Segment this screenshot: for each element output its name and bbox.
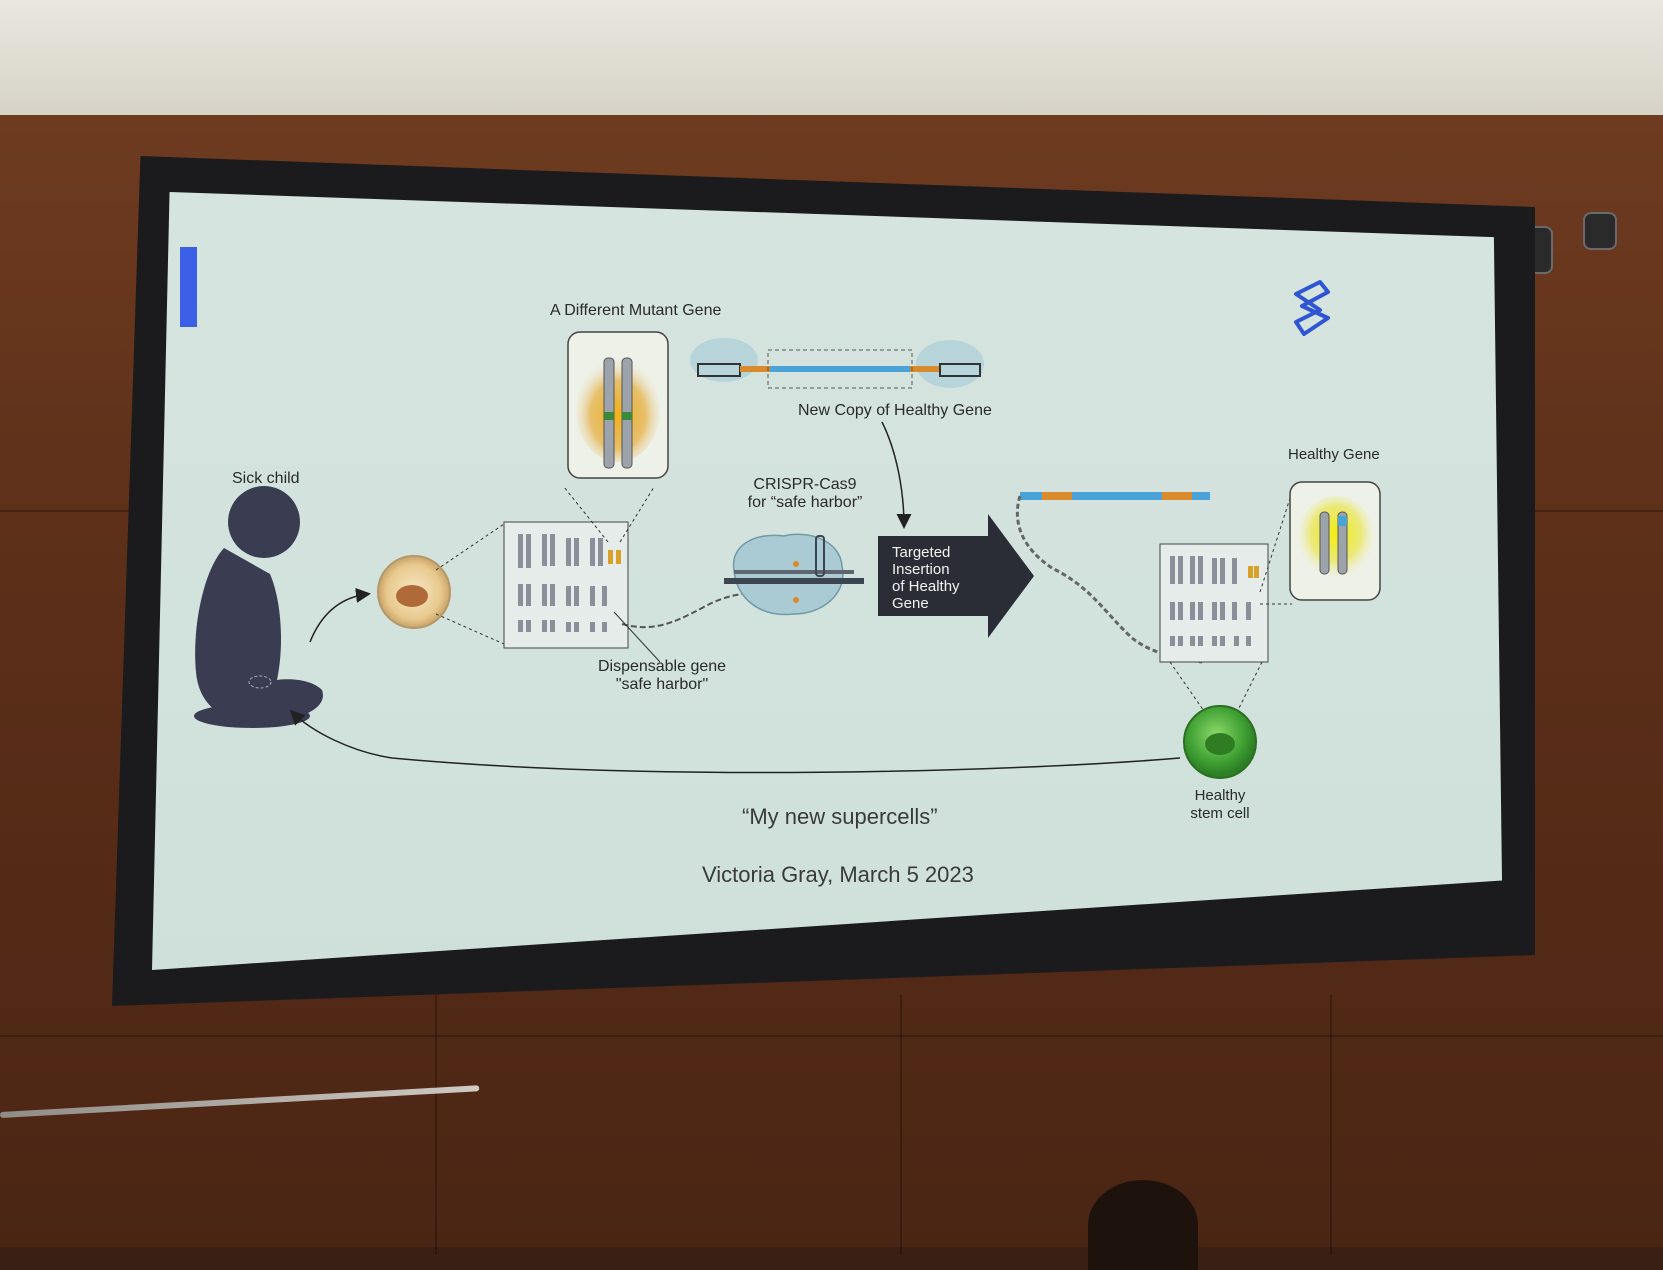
- label-dispensable-gene: Dispensable gene "safe harbor": [592, 658, 732, 694]
- label-crispr: CRISPR-Cas9 for “safe harbor”: [740, 476, 870, 512]
- security-camera-icon: [1583, 212, 1617, 250]
- slide-accent-bar: [180, 247, 197, 327]
- slide-quote: “My new supercells”: [742, 804, 938, 829]
- dna-icon: [621, 591, 763, 629]
- label-healthy-gene: Healthy Gene: [1288, 446, 1380, 463]
- insertion-arrow-icon: [878, 514, 1034, 638]
- crispr-complex-icon: [724, 533, 864, 616]
- cell-icon: [377, 555, 451, 629]
- audience-head: [1088, 1180, 1198, 1270]
- presentation-slide: A Different Mutant Gene New Copy of Heal…: [152, 192, 1502, 970]
- inserted-dna-icon: [1015, 492, 1210, 664]
- label-insertion-line: Gene: [892, 595, 929, 612]
- karyotype-box-healthy: [1159, 543, 1269, 663]
- mutant-gene-chromosome-icon: [567, 331, 669, 479]
- label-crispr-line: CRISPR-Cas9: [753, 476, 857, 493]
- label-insertion-line: Insertion: [892, 561, 950, 578]
- label-stem-cell: Healthy stem cell: [1180, 787, 1260, 823]
- logo-icon: [1294, 280, 1330, 336]
- label-insertion-line: of Healthy: [892, 578, 960, 595]
- healthy-gene-template-icon: [690, 338, 984, 389]
- label-crispr-line: for “safe harbor”: [747, 494, 863, 511]
- slide-credit: Victoria Gray, March 5 2023: [702, 862, 974, 887]
- karyotype-box: [503, 521, 629, 649]
- label-dispensable-line: "safe harbor": [615, 676, 709, 693]
- stem-cell-icon: [1183, 705, 1257, 779]
- label-stem-cell-line: Healthy: [1194, 787, 1246, 804]
- label-dispensable-line: Dispensable gene: [597, 658, 727, 675]
- child-silhouette-icon: [194, 486, 323, 728]
- label-mutant-gene: A Different Mutant Gene: [550, 302, 722, 319]
- label-stem-cell-line: stem cell: [1190, 805, 1250, 822]
- gene-therapy-diagram: [194, 280, 1381, 779]
- label-new-copy: New Copy of Healthy Gene: [798, 402, 992, 419]
- label-sick-child: Sick child: [232, 470, 300, 487]
- label-targeted-insertion: Targeted Insertion of Healthy Gene: [892, 544, 960, 612]
- label-insertion-line: Targeted: [892, 544, 951, 561]
- healthy-gene-chromosome-icon: [1289, 481, 1381, 601]
